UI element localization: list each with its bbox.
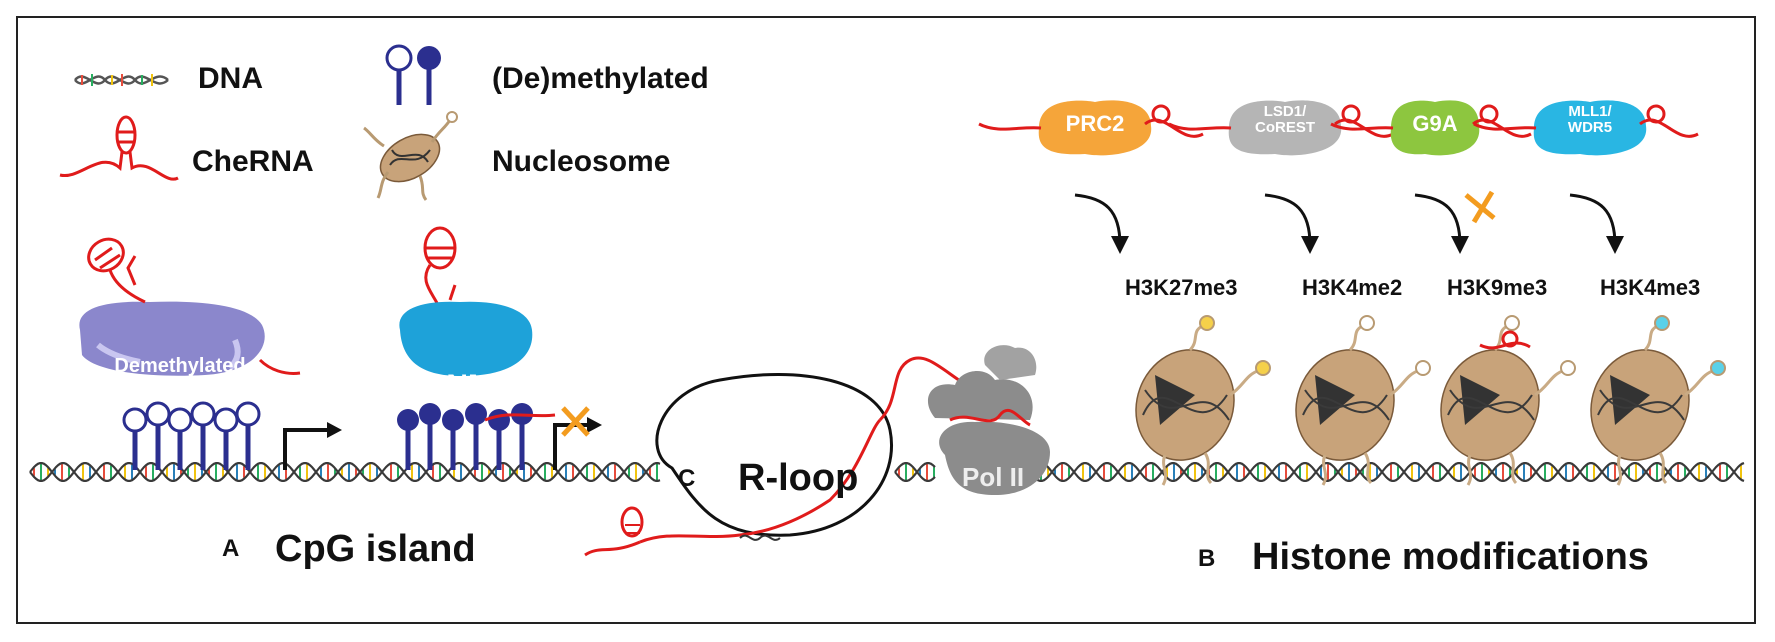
legend-cherna-label: CheRNA <box>192 145 314 178</box>
nucleosome <box>1135 315 1271 486</box>
pol2-complex <box>927 345 1050 495</box>
enzyme-prc2-label: PRC2 <box>1065 111 1125 136</box>
cherna-icon <box>59 115 179 181</box>
nucleosome-array <box>1135 315 1726 486</box>
enzyme-g9a-label: G9A <box>1412 111 1458 136</box>
mark-h3k4me3: H3K4me3 <box>1600 275 1701 300</box>
enzyme-mll1-label: MLL1/ WDR5 <box>1567 103 1613 136</box>
section-b-letter: B <box>1198 545 1216 572</box>
mark-h3k27me3: H3K27me3 <box>1125 275 1238 300</box>
section-c-title: R-loop <box>738 457 859 499</box>
mark-h3k9me3: H3K9me3 <box>1447 275 1548 300</box>
demethylated-complex-label: Demethylated complex <box>114 355 246 398</box>
methylated-pins <box>397 403 533 470</box>
section-b-title: Histone modifications <box>1252 536 1649 578</box>
methyl-pin-icon <box>385 44 441 105</box>
nucleosome <box>1295 315 1431 486</box>
demethylated-complex <box>79 301 265 376</box>
section-a-letter: A <box>222 535 240 562</box>
enzyme-lsd1-label: LSD1/ CoREST <box>1255 103 1315 136</box>
demethylated-pins <box>122 401 261 470</box>
legend-nucleosome-label: Nucleosome <box>492 145 671 178</box>
dnmt-label: DNMT <box>424 369 512 402</box>
cherna-on-dnmt <box>423 226 556 422</box>
mark-h3k4me2: H3K4me2 <box>1302 275 1403 300</box>
nucleosome <box>1590 315 1726 486</box>
section-a-title: CpG island <box>275 528 476 570</box>
cherna-on-demethylated-complex <box>87 237 301 375</box>
legend-dna-label: DNA <box>198 62 263 95</box>
section-c-letter: C <box>678 465 696 492</box>
nucleosome-icon <box>363 111 458 201</box>
inhibition-x-icon <box>561 406 590 437</box>
nucleosome <box>1440 315 1576 486</box>
pol2-label: Pol II <box>962 462 1025 492</box>
inhibition-x-icon-g9a <box>1464 190 1496 224</box>
figure-frame <box>16 16 1756 624</box>
dna-icon <box>74 74 169 86</box>
dnmt-complex <box>399 301 533 377</box>
r-loop <box>584 356 986 557</box>
histone-enzymes <box>978 100 1699 254</box>
legend-demethylated-label: (De)methylated <box>492 62 709 95</box>
tss-arrow-active <box>283 422 342 470</box>
